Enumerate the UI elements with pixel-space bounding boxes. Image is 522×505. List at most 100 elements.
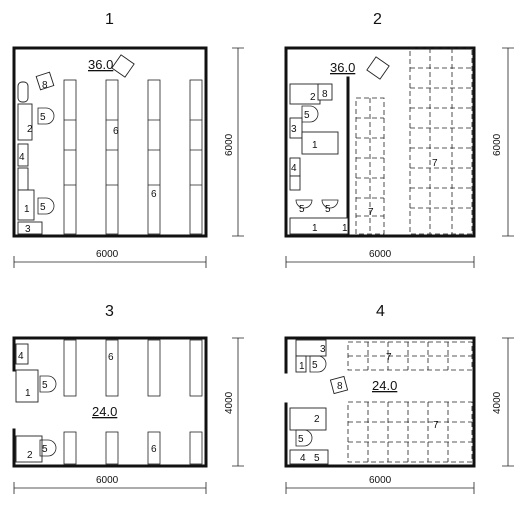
- plan-3: 3 24.0 4 6 5 1 2 5 6 6000 4000: [12, 303, 244, 494]
- plan-1-chair-5b: [37, 197, 55, 215]
- plan-3-chair-5b: [39, 439, 57, 457]
- plan-1-area: 36.0: [88, 57, 113, 72]
- plan-2-chair-5b: [295, 199, 313, 209]
- plan-2-label: 1: [312, 140, 318, 151]
- plan-2-chair-5c: [321, 199, 339, 209]
- plan-2-label: 1: [312, 223, 318, 234]
- plan-3-area: 24.0: [92, 404, 117, 419]
- plan-4-width-dimension: 6000: [369, 475, 392, 486]
- plan-3-depth-dimension-line: [232, 337, 244, 467]
- plan-4-label: 7: [433, 420, 439, 431]
- plan-2-walls: [284, 46, 476, 238]
- plan-1-desk-2: [17, 103, 33, 141]
- plan-1-chair-5a: [37, 107, 55, 125]
- plan-1-width-dimension-line: [13, 256, 207, 268]
- plan-3-label: 1: [25, 388, 31, 399]
- plan-4-label: 5: [312, 360, 318, 371]
- plan-3-stack: [105, 339, 119, 397]
- plan-3-number: 3: [105, 303, 114, 320]
- plan-1-label: 2: [27, 124, 33, 135]
- plan-4-desk-2: [289, 407, 327, 431]
- plan-4-depth-dimension: 4000: [492, 391, 503, 414]
- plan-3-stack: [63, 339, 77, 397]
- plan-1-stack-dividers: [64, 119, 202, 186]
- plan-2-label: 8: [322, 89, 328, 100]
- plan-2-stack-right-grid: [410, 48, 472, 234]
- plan-3-stack: [189, 431, 203, 465]
- plan-1-walls: [12, 46, 208, 238]
- plan-4: 4 24.0 3 1 5 7 8 2 5 4 5 7 6000 4000: [284, 303, 514, 494]
- plan-3-label: 5: [42, 380, 48, 391]
- plan-1-label: 4: [19, 152, 25, 163]
- plan-1-table: [111, 54, 135, 78]
- plan-2-label: 5: [299, 204, 305, 215]
- plan-4-shelf-4: [289, 449, 329, 465]
- plan-3-stack: [105, 431, 119, 465]
- plan-1-label: 6: [113, 126, 119, 137]
- plan-2-label: 7: [432, 158, 438, 169]
- plan-2-depth-dimension-line: [502, 47, 514, 237]
- plan-1-cabinet: [17, 81, 29, 103]
- plan-2-stack-left-grid: [356, 98, 384, 234]
- plan-4-item-8: [329, 375, 349, 395]
- plan-4-walls: [284, 336, 476, 468]
- plan-1-desk-1: [17, 189, 35, 221]
- plan-1-item-8: [35, 71, 55, 91]
- plan-3-stack: [147, 339, 161, 397]
- plan-3-label: 5: [42, 444, 48, 455]
- plan-2-item-8: [317, 83, 333, 101]
- plan-3-stack: [147, 431, 161, 465]
- plan-3-depth-dimension: 4000: [224, 391, 235, 414]
- plan-3-label: 6: [108, 352, 114, 363]
- plan-1-stack-d: [189, 79, 203, 235]
- plan-3-width-dimension-line: [13, 482, 207, 494]
- plan-3-width-dimension: 6000: [96, 475, 119, 486]
- plan-3-desk-1: [15, 369, 39, 403]
- plan-1-label: 5: [40, 112, 46, 123]
- plan-4-label: 2: [314, 414, 320, 425]
- plan-3-label: 4: [18, 351, 24, 362]
- plan-4-depth-dimension-line: [502, 337, 514, 467]
- plan-2-stack-left: [355, 97, 385, 235]
- plan-4-desk-1: [295, 355, 307, 373]
- plan-2: 2 36.0 2 8 5 3 1 4 5 5 1 1 7 7 6000: [284, 11, 514, 268]
- plan-1: 1 36.0 8 2 5 4 1 5 3 6 6 6000 6000: [12, 11, 244, 268]
- plan-2-label: 5: [325, 204, 331, 215]
- plan-1-stack-b: [105, 79, 119, 235]
- plan-2-stack-right: [409, 47, 473, 235]
- plan-2-depth-dimension: 6000: [492, 133, 503, 156]
- plan-1-width-dimension: 6000: [96, 249, 119, 260]
- plan-1-depth-dimension: 6000: [224, 133, 235, 156]
- plan-2-label: 5: [304, 110, 310, 121]
- plan-4-stack-bottom-grid: [348, 402, 472, 462]
- plan-1-shelf-4b: [17, 167, 29, 191]
- plan-2-desk-1b: [289, 217, 349, 235]
- plan-4-label: 4: [300, 453, 306, 464]
- plan-1-cabinet-3: [17, 221, 43, 235]
- plan-4-stack-top-grid: [348, 342, 472, 370]
- plan-3-label: 6: [151, 444, 157, 455]
- plan-4-label: 7: [386, 352, 392, 363]
- plan-2-area: 36.0: [330, 60, 355, 75]
- plan-4-label: 8: [337, 381, 343, 392]
- plan-2-label: 1: [342, 223, 348, 234]
- plan-4-width-dimension-line: [285, 482, 475, 494]
- plan-1-label: 6: [151, 189, 157, 200]
- plan-4-label: 3: [320, 344, 326, 355]
- plan-2-shelf-3: [289, 117, 303, 139]
- plan-4-label: 1: [299, 361, 305, 372]
- plan-3-chair-5a: [39, 375, 57, 393]
- plan-4-area: 24.0: [372, 378, 397, 393]
- plan-1-label: 1: [24, 204, 30, 215]
- plan-1-label: 8: [42, 80, 48, 91]
- plan-2-label: 3: [291, 124, 297, 135]
- plan-2-label: 4: [291, 163, 297, 174]
- plan-3-desk-2: [15, 435, 43, 463]
- plan-1-label: 5: [40, 202, 46, 213]
- plan-2-label: 7: [368, 207, 374, 218]
- plan-2-shelf-4b: [289, 175, 301, 191]
- plan-1-number: 1: [105, 11, 114, 28]
- plan-4-chair-5b: [295, 429, 313, 447]
- plan-1-depth-dimension-line: [232, 47, 244, 237]
- plan-2-label: 2: [310, 92, 316, 103]
